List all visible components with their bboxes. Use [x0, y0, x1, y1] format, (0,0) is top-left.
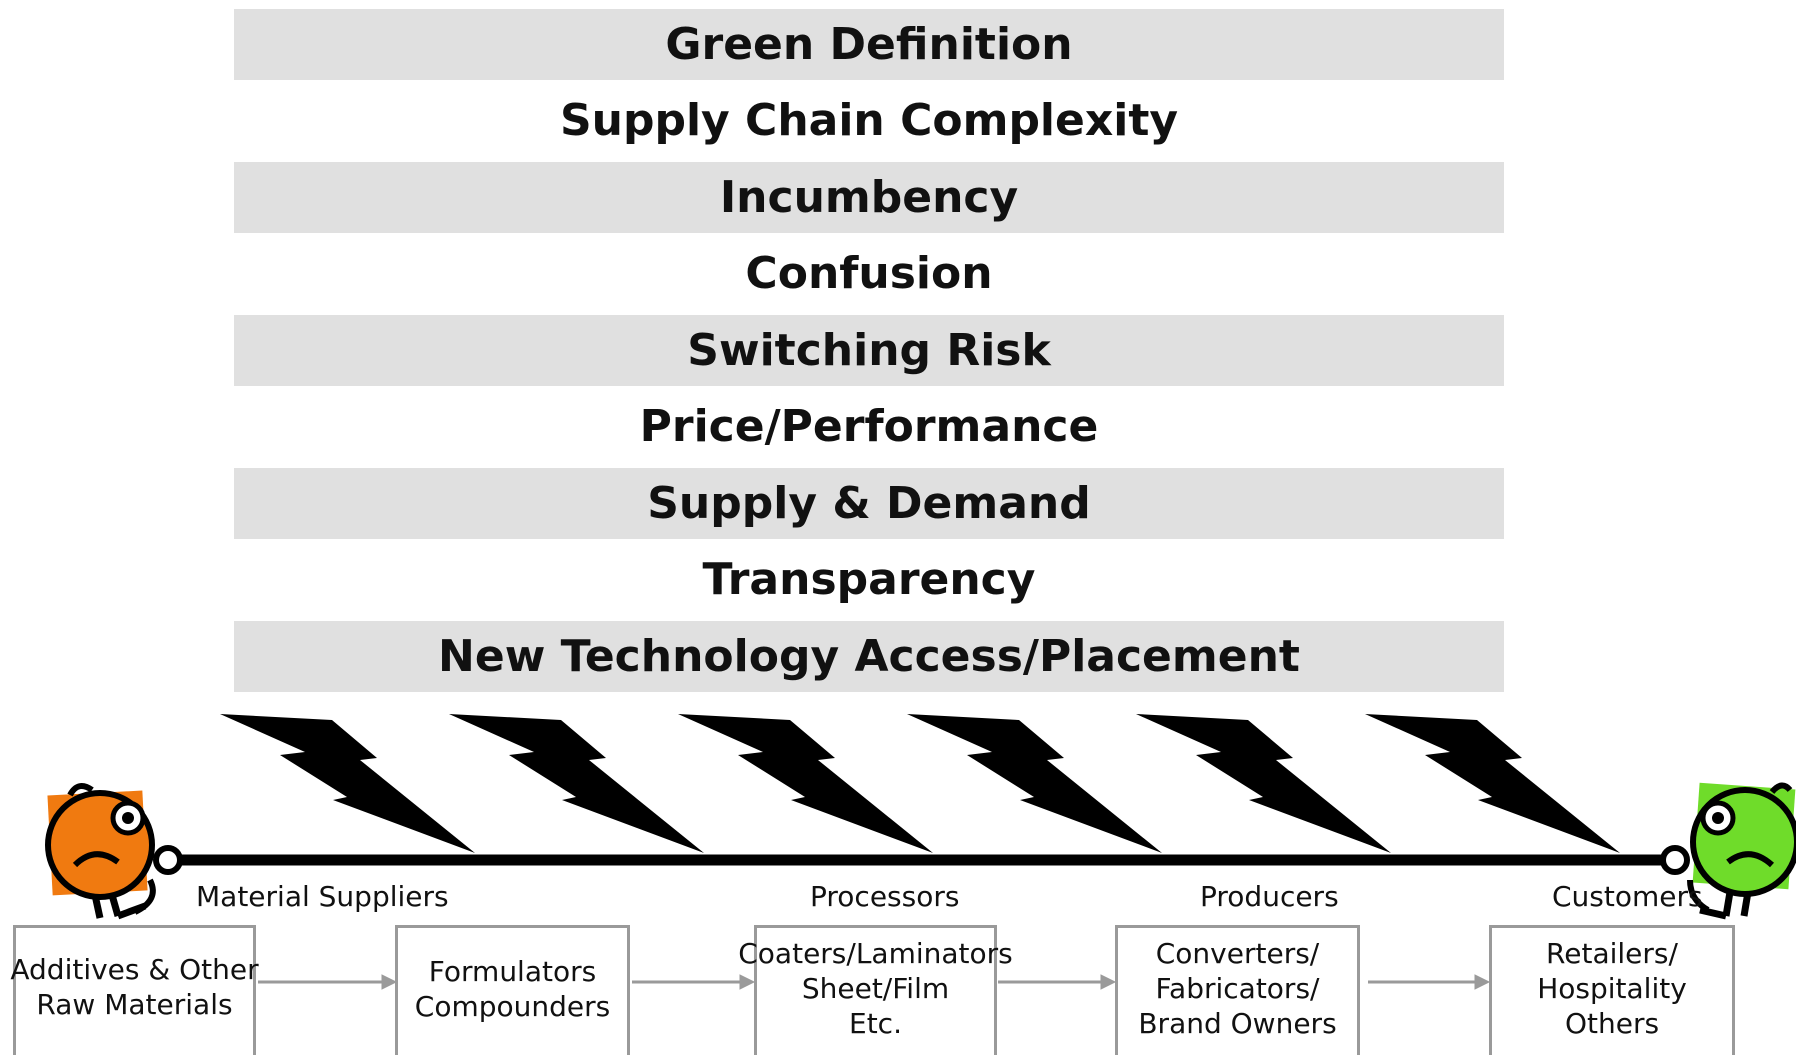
box-line: Others: [1564, 1007, 1660, 1040]
box-line: Converters/: [1155, 937, 1320, 970]
lightning-bolt-icon: [220, 714, 475, 853]
stage-label-customers: Customers: [1552, 880, 1703, 913]
lightning-bolt-icon: [1136, 714, 1391, 853]
factor-band-2: Incumbency: [234, 162, 1504, 233]
lightning-bolts: [220, 714, 1620, 853]
box-line: Formulators: [428, 955, 597, 988]
box-line: Sheet/Film: [801, 972, 950, 1005]
lightning-bolt-icon: [1365, 714, 1620, 853]
factor-band-5: Price/Performance: [639, 401, 1099, 452]
factor-band-6: Supply & Demand: [234, 468, 1504, 539]
orange-worried-character-icon: [45, 783, 183, 920]
lightning-bolt-icon: [449, 714, 704, 853]
factor-band-8: New Technology Access/Placement: [234, 621, 1504, 692]
box-line: Coaters/Laminators: [738, 937, 1013, 970]
flow-arrows: [258, 974, 1491, 990]
box-line: Brand Owners: [1138, 1007, 1337, 1040]
factor-band-3: Confusion: [745, 248, 993, 299]
box-line: Hospitality: [1537, 972, 1687, 1005]
stage-label-processors: Processors: [810, 880, 960, 913]
supply-chain-box-raw-materials: Additives & Other Raw Materials: [10, 925, 259, 1055]
green-worried-character-icon: [1660, 782, 1796, 920]
factor-band-1: Supply Chain Complexity: [559, 95, 1179, 146]
supply-chain-box-converters: Converters/ Fabricators/ Brand Owners: [1115, 925, 1360, 1055]
stage-label-producers: Producers: [1200, 880, 1339, 913]
box-line: Fabricators/: [1155, 972, 1320, 1005]
lightning-bolt-icon: [907, 714, 1162, 853]
supply-chain-box-coaters: Coaters/Laminators Sheet/Film Etc.: [738, 925, 1013, 1055]
supply-chain-box-retailers: Retailers/ Hospitality Others: [1489, 925, 1735, 1055]
factor-band-0: Green Definition: [234, 9, 1504, 80]
lightning-bolt-icon: [678, 714, 933, 853]
factor-band-7: Transparency: [702, 554, 1036, 605]
box-line: Additives & Other: [10, 953, 259, 986]
factor-band-4: Switching Risk: [234, 315, 1504, 386]
box-line: Compounders: [414, 990, 611, 1023]
box-line: Etc.: [849, 1007, 902, 1040]
box-line: Retailers/: [1546, 937, 1678, 970]
supply-chain-box-formulators: Formulators Compounders: [395, 925, 630, 1055]
box-line: Raw Materials: [36, 988, 233, 1021]
stage-label-material-suppliers: Material Suppliers: [196, 880, 449, 913]
